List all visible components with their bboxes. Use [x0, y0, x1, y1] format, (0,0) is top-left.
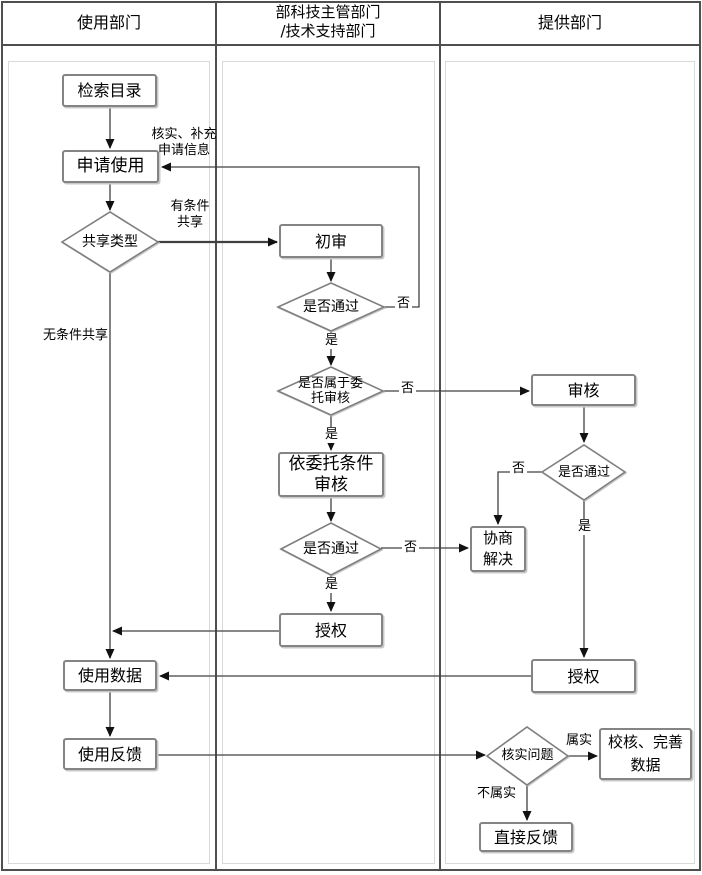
use-feedback-box: 使用反馈 — [63, 738, 157, 770]
lane-divider-1 — [215, 1, 217, 869]
lane-1-inner-border — [8, 61, 210, 864]
header-divider — [1, 44, 700, 46]
pass3-yes-label: 是 — [576, 519, 594, 535]
verify-issue-diamond — [485, 726, 570, 786]
pass3-no-label: 否 — [510, 461, 528, 477]
share-type-label: 共享类型 — [82, 234, 138, 250]
lane-header-tech-department: 部科技主管部门 /技术支持部门 — [275, 3, 381, 40]
lane-3-inner-border — [445, 61, 695, 864]
lane-2-inner-border — [222, 61, 435, 864]
unconditional-share-label: 无条件共享 — [42, 328, 108, 343]
direct-feedback-box: 直接反馈 — [479, 822, 573, 852]
lane-header-provider-department: 提供部门 — [537, 12, 602, 32]
verify-true-label: 属实 — [566, 733, 593, 748]
authorize-provider-box: 授权 — [531, 659, 636, 693]
verify-supplement-label: 核实、补充 申请信息 — [151, 127, 217, 158]
delegated-review-box: 依委托条件 审核 — [278, 452, 384, 497]
delegated-check-label: 是否属于委 托审核 — [297, 376, 363, 406]
share-type-diamond — [60, 211, 160, 273]
delegated-pass-diamond — [279, 522, 383, 576]
apply-use-box: 申请使用 — [62, 150, 159, 183]
provider-pass-diamond — [540, 444, 627, 501]
negotiate-box: 协商 解决 — [470, 526, 526, 572]
verify-issue-label: 核实问题 — [501, 748, 554, 763]
delegcheck-no-label: 否 — [399, 381, 417, 397]
lane-divider-2 — [439, 1, 441, 869]
initial-review-box: 初审 — [279, 224, 383, 258]
provider-pass-label: 是否通过 — [557, 464, 610, 480]
initial-pass-diamond — [276, 282, 386, 332]
use-data-box: 使用数据 — [63, 660, 157, 691]
delegcheck-yes-label: 是 — [323, 427, 341, 443]
search-catalog-box: 检索目录 — [62, 74, 157, 107]
edge-pass3-no — [493, 471, 542, 525]
pass1-no-label: 否 — [395, 296, 413, 312]
delegated-pass-label: 是否通过 — [303, 541, 359, 557]
pass2-yes-label: 是 — [323, 577, 341, 593]
lane-header-using-department: 使用部门 — [76, 12, 141, 32]
delegated-check-diamond — [276, 366, 385, 416]
verify-false-label: 不属实 — [477, 786, 517, 801]
initial-pass-label: 是否通过 — [303, 299, 359, 315]
pass2-no-label: 否 — [402, 540, 420, 556]
pass1-yes-label: 是 — [323, 333, 341, 349]
provider-review-box: 审核 — [531, 374, 636, 406]
conditional-share-label: 有条件 共享 — [170, 199, 210, 230]
authorize-mid-box: 授权 — [279, 613, 383, 647]
correct-data-box: 校核、完善 数据 — [599, 728, 692, 780]
